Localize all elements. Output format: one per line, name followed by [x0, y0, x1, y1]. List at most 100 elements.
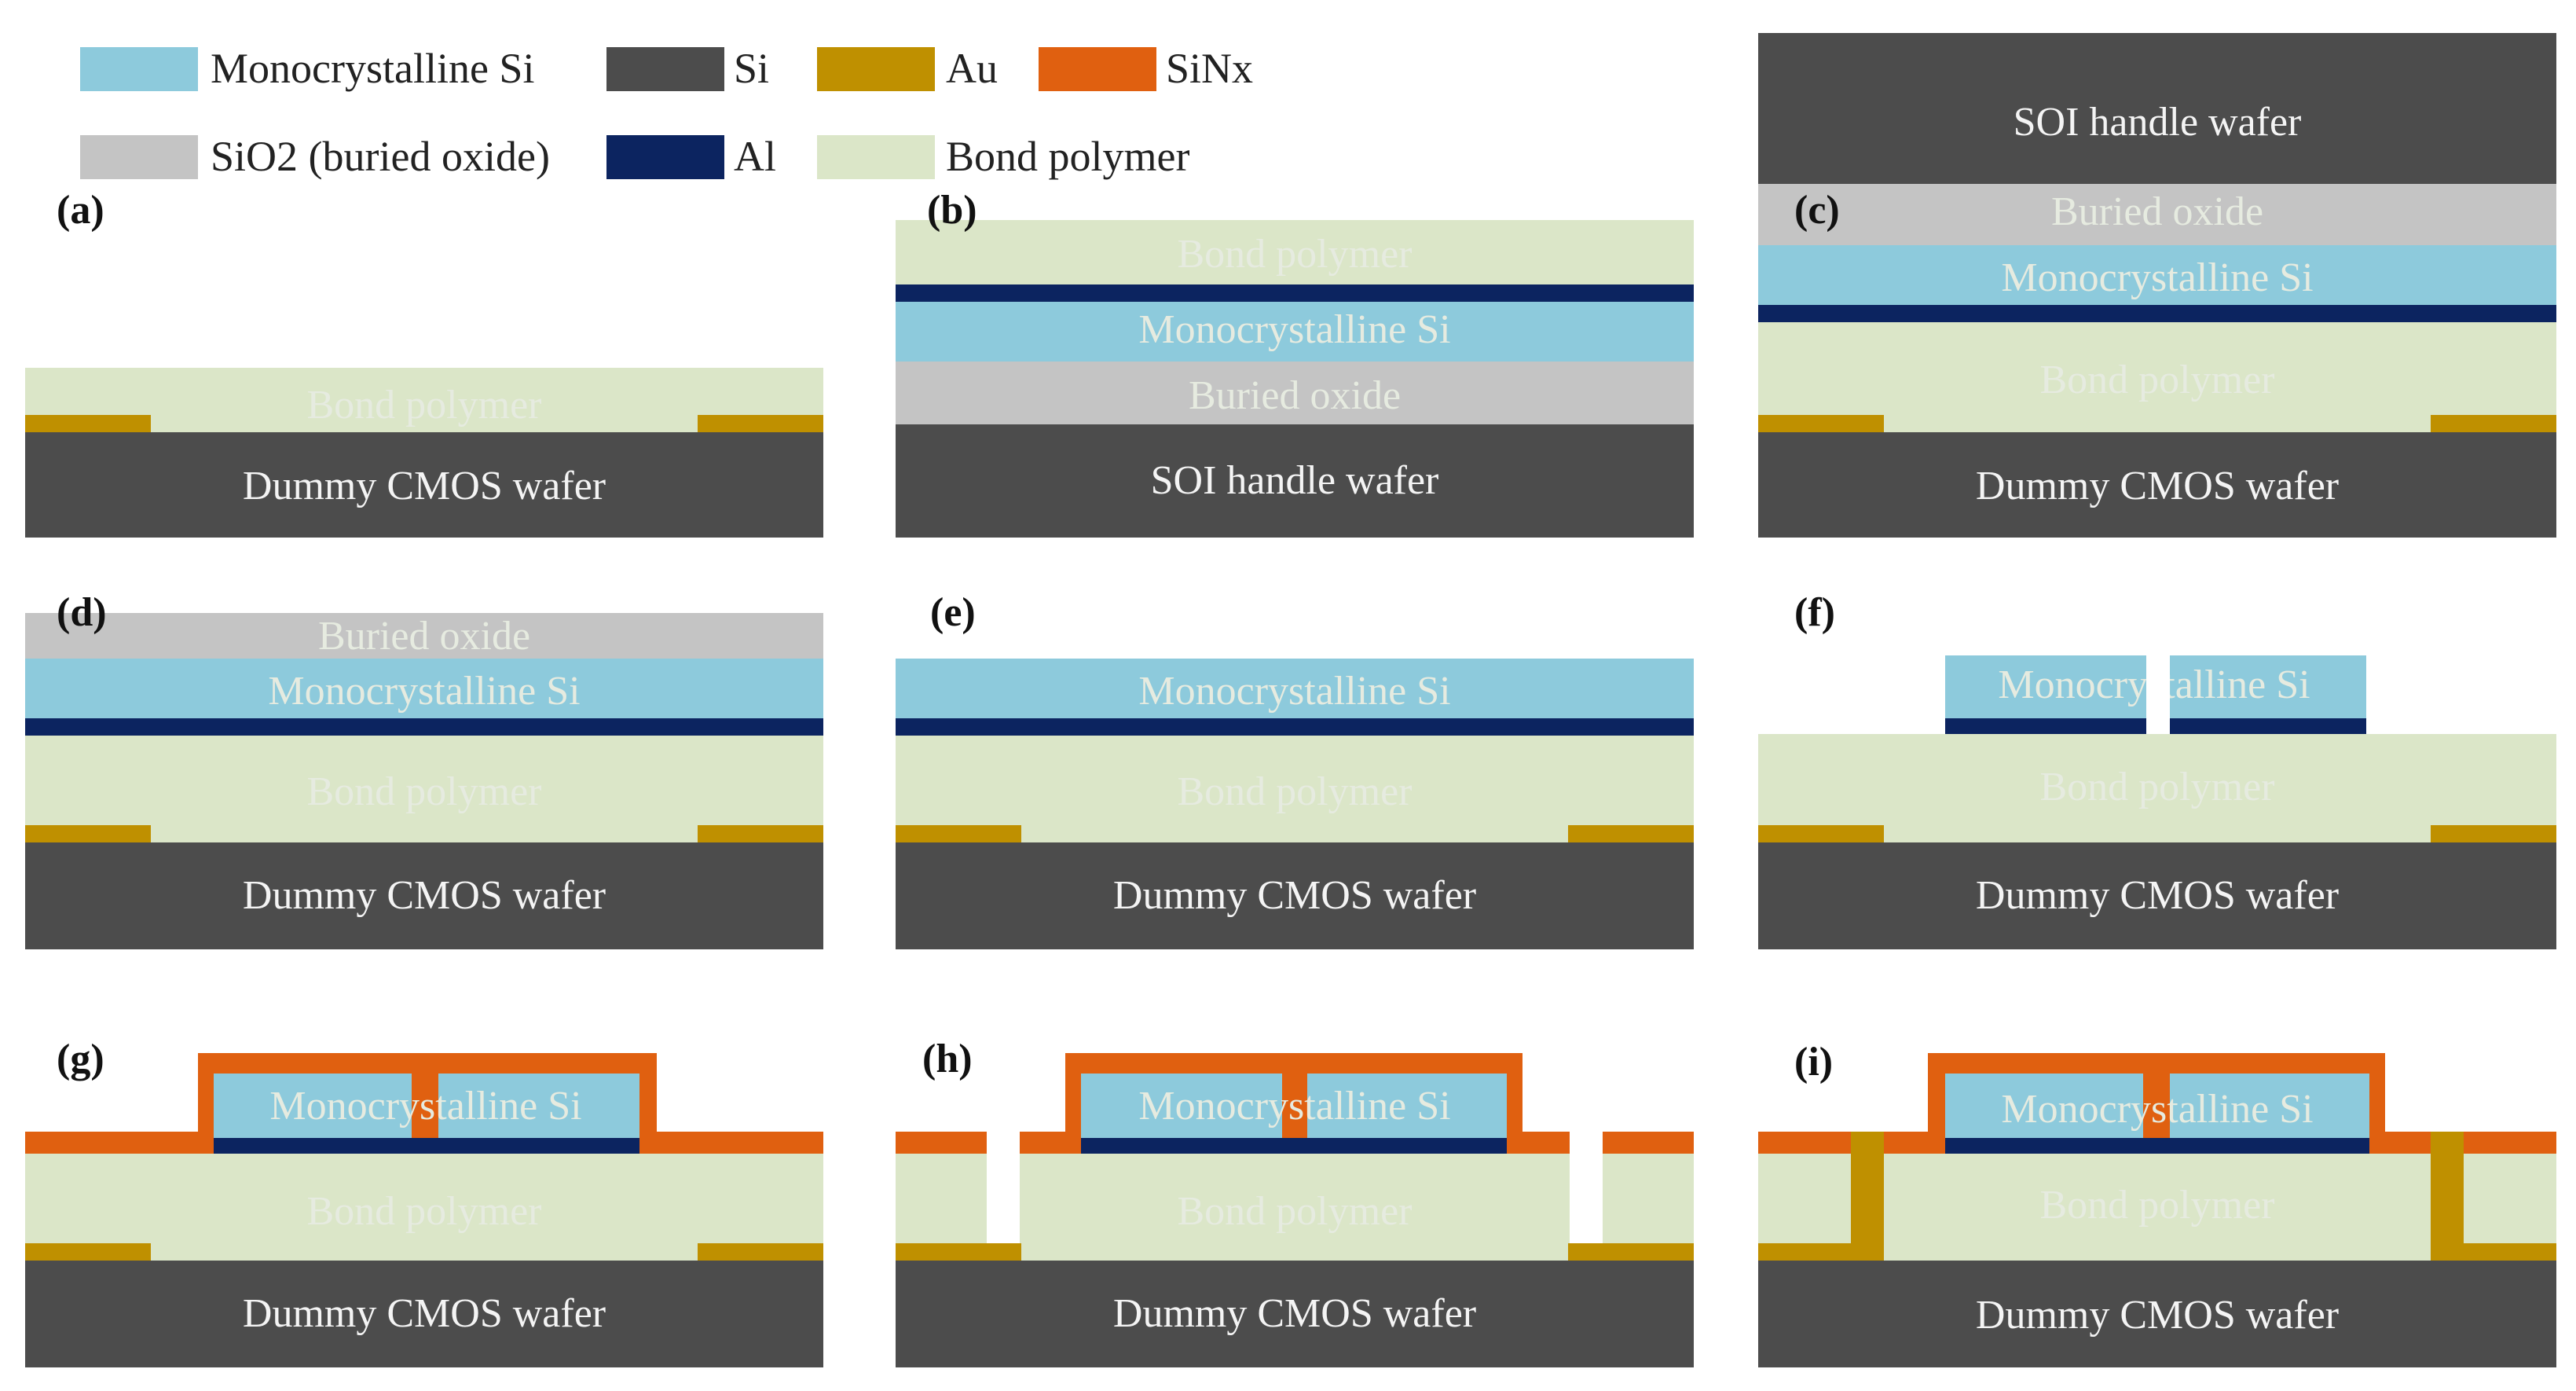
- wafer-label: Dummy CMOS wafer: [243, 464, 606, 508]
- al-layer: [214, 1138, 639, 1154]
- panel-c: (c) SOI handle wafer Buried oxide Monocr…: [1758, 33, 2556, 538]
- au-pad-left: [896, 1243, 1021, 1261]
- mono-si-island-left: [1081, 1074, 1282, 1138]
- polymer-layer: [896, 736, 1694, 842]
- au-pad-right: [698, 825, 823, 842]
- wafer-label: Dummy CMOS wafer: [1113, 1291, 1476, 1336]
- mono-si-layer: [896, 659, 1694, 718]
- cmos-wafer: [896, 1261, 1694, 1367]
- polymer-label: Bond polymer: [2040, 765, 2275, 809]
- legend-label-sio2: SiO2 (buried oxide): [211, 133, 550, 180]
- panel-label: (b): [927, 188, 977, 233]
- mono-si-label: Monocrystalline Si: [268, 669, 580, 714]
- legend-swatch-sio2: [80, 135, 198, 179]
- panel-e: (e) Monocrystalline Si Bond polymer Dumm…: [896, 590, 1694, 949]
- au-pad-left: [1758, 415, 1884, 432]
- cmos-wafer: [25, 432, 823, 538]
- cmos-wafer: [1758, 1261, 2556, 1367]
- buried-oxide-layer: [1758, 184, 2556, 245]
- mono-si-label: Monocrystalline Si: [269, 1084, 581, 1129]
- mono-si-island-left: [1945, 1074, 2143, 1138]
- soi-handle-wafer: [1758, 33, 2556, 184]
- au-pad-left: [896, 825, 1021, 842]
- legend-swatch-polymer: [817, 135, 935, 179]
- au-pad-left: [25, 825, 151, 842]
- legend-swatch-mono: [80, 47, 198, 91]
- al-layer: [896, 284, 1694, 302]
- cmos-wafer: [896, 842, 1694, 949]
- panel-label: (h): [922, 1037, 973, 1081]
- legend-label-al: Al: [734, 133, 776, 180]
- buried-oxide-layer: [896, 362, 1694, 424]
- handle-label: SOI handle wafer: [2014, 100, 2302, 145]
- al-layer-right: [2170, 718, 2366, 734]
- legend-swatch-al: [606, 135, 724, 179]
- legend-label-si: Si: [734, 45, 769, 92]
- al-layer: [1081, 1138, 1507, 1154]
- polymer-layer: [1758, 322, 2556, 432]
- legend-swatch-sinx: [1039, 47, 1156, 91]
- panel-a: (a) Bond polymer Dummy CMOS wafer: [25, 188, 823, 538]
- polymer-layer: [896, 220, 1694, 284]
- au-pad-right: [2431, 415, 2556, 432]
- polymer-layer: [25, 1154, 823, 1261]
- panel-d: (d) Buried oxide Monocrystalline Si Bond…: [25, 590, 823, 949]
- panel-label: (e): [930, 590, 976, 635]
- au-pad-left: [25, 415, 151, 432]
- panel-label: (c): [1794, 188, 1840, 233]
- soi-handle-wafer: [896, 424, 1694, 538]
- legend: Monocrystalline Si Si Au SiNx SiO2 (buri…: [80, 45, 1253, 180]
- mono-si-island-right: [1307, 1074, 1507, 1138]
- mono-si-island-right: [2170, 655, 2366, 718]
- wafer-label: Dummy CMOS wafer: [1976, 1293, 2339, 1338]
- panel-label: (d): [57, 590, 107, 635]
- panel-h: (h) Monocrystalline Si Bond polymer Dumm…: [896, 1037, 1694, 1367]
- al-layer: [1758, 305, 2556, 322]
- panel-g: (g) Monocrystalline Si Bond polymer Dumm…: [25, 1037, 823, 1367]
- panel-label: (g): [57, 1037, 104, 1081]
- cmos-wafer: [1758, 432, 2556, 538]
- al-layer-left: [1945, 718, 2146, 734]
- mono-si-island-right: [438, 1074, 639, 1138]
- cmos-wafer: [25, 1261, 823, 1367]
- panel-f: (f) Monocrystalline Si Bond polymer Dumm…: [1758, 590, 2556, 949]
- oxide-label: Buried oxide: [2051, 189, 2263, 234]
- oxide-label: Buried oxide: [318, 614, 530, 659]
- au-pad-right: [698, 415, 823, 432]
- legend-label-polymer: Bond polymer: [946, 133, 1189, 180]
- au-pad-right: [2431, 825, 2556, 842]
- polymer-label: Bond polymer: [307, 1189, 542, 1234]
- panel-label: (a): [57, 188, 104, 233]
- mono-si-label: Monocrystalline Si: [2001, 255, 2313, 300]
- al-layer: [896, 718, 1694, 736]
- wafer-label: Dummy CMOS wafer: [243, 1291, 606, 1336]
- polymer-label: Bond polymer: [2040, 358, 2275, 402]
- polymer-label: Bond polymer: [307, 769, 542, 814]
- mono-si-label: Monocrystalline Si: [2001, 1087, 2313, 1132]
- mono-si-label: Monocrystalline Si: [1138, 669, 1450, 714]
- mono-si-layer: [25, 659, 823, 718]
- polymer-label: Bond polymer: [1178, 769, 1413, 814]
- al-layer: [25, 718, 823, 736]
- au-pad-left: [1758, 825, 1884, 842]
- legend-label-sinx: SiNx: [1166, 45, 1253, 92]
- legend-swatch-au: [817, 47, 935, 91]
- panel-i: (i) Monocrystalline Si Bond polymer Dumm…: [1758, 1040, 2556, 1367]
- polymer-label: Bond polymer: [2040, 1183, 2275, 1228]
- polymer-layer: [1758, 734, 2556, 842]
- wafer-label: Dummy CMOS wafer: [243, 873, 606, 918]
- panel-b: (b) Bond polymer Monocrystalline Si Buri…: [896, 188, 1694, 538]
- mono-si-layer: [896, 302, 1694, 362]
- mono-si-island-left: [214, 1074, 412, 1138]
- au-pad-left: [25, 1243, 151, 1261]
- au-pad-right: [1568, 1243, 1694, 1261]
- au-via-right: [2431, 1132, 2464, 1261]
- cmos-wafer: [1758, 842, 2556, 949]
- au-pad-right: [698, 1243, 823, 1261]
- wafer-label: Dummy CMOS wafer: [1113, 873, 1476, 918]
- wafer-label: Dummy CMOS wafer: [1976, 464, 2339, 508]
- handle-label: SOI handle wafer: [1151, 458, 1439, 503]
- wafer-label: Dummy CMOS wafer: [1976, 873, 2339, 918]
- mono-si-island-right: [2170, 1074, 2369, 1138]
